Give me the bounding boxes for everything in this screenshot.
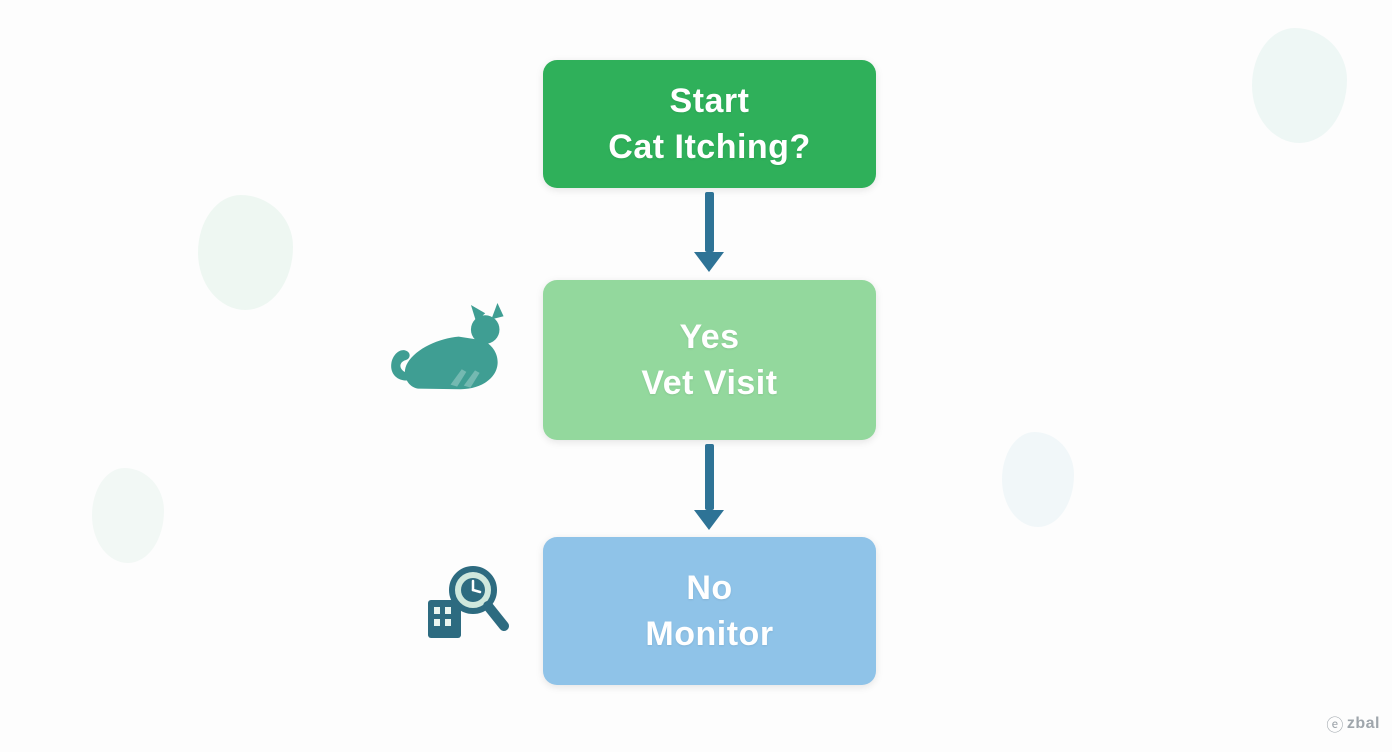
background-blob [198,195,293,310]
node-yes: Yes Vet Visit [543,280,876,440]
watermark-text: zbal [1346,714,1380,732]
arrow-head-icon [694,510,724,530]
node-no-line2: Monitor [645,615,774,653]
arrow-start-to-yes [694,192,724,272]
arrow-shaft [704,192,714,252]
node-start-line1: Start [669,81,750,120]
background-blob [1002,432,1074,527]
node-no: No Monitor [543,537,876,685]
arrow-head-icon [694,252,724,272]
node-yes-line2: Vet Visit [641,364,778,402]
background-blob [92,468,164,563]
cat-icon [385,303,513,405]
magnifier-building-icon [420,558,516,650]
node-start-line2: Cat Itching? [608,128,811,166]
arrow-shaft [704,444,714,510]
node-no-line1: No [686,568,733,607]
arrow-yes-to-no [694,444,724,530]
node-start: Start Cat Itching? [543,60,876,188]
watermark: ⓔ zbal [1326,711,1380,736]
background-blob [1252,28,1347,143]
watermark-logo-icon: ⓔ [1326,716,1344,735]
node-yes-line1: Yes [679,317,740,356]
